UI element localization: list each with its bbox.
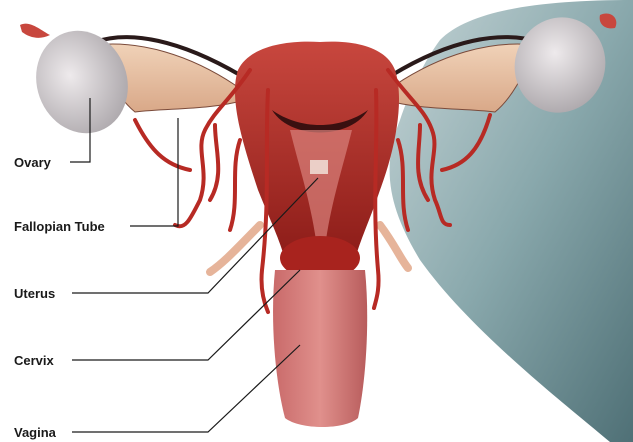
leader-line-fallopian-tube xyxy=(130,118,178,226)
label-fallopian-tube: Fallopian Tube xyxy=(14,220,105,233)
vagina xyxy=(273,270,367,427)
cavity-highlight xyxy=(310,160,328,174)
fimbria-left xyxy=(20,24,50,38)
label-vagina: Vagina xyxy=(14,426,56,439)
round-ligament-right xyxy=(380,225,408,268)
label-uterus: Uterus xyxy=(14,287,55,300)
leader-line-cervix xyxy=(72,270,300,360)
label-ovary: Ovary xyxy=(14,156,51,169)
leader-line-vagina xyxy=(72,345,300,432)
label-cervix: Cervix xyxy=(14,354,54,367)
